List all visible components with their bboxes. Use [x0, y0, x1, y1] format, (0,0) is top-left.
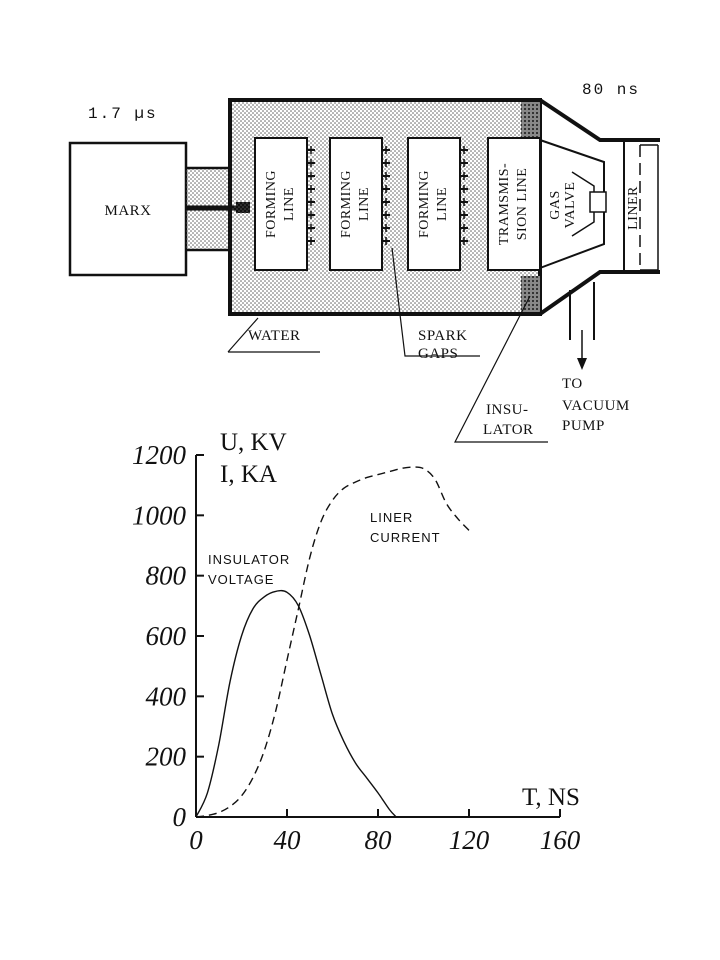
insulator-callout — [454, 295, 548, 443]
pump-arrow-icon — [577, 358, 587, 370]
y-tick-label: 600 — [146, 621, 187, 651]
x-tick-label: 120 — [449, 825, 490, 855]
water-label: WATER — [248, 328, 301, 344]
transmission-line-label-a: TRAMSMIS- — [497, 163, 512, 245]
x-tick-label: 80 — [365, 825, 393, 855]
forming-line-2-label-b: LINE — [357, 187, 372, 221]
y-tick-label: 0 — [173, 802, 187, 832]
insulator-bottom — [521, 276, 540, 312]
vacuum-pump-label-b: VACUUM — [562, 398, 630, 414]
output-time-label: 80 ns — [582, 81, 640, 99]
marx-time-label: 1.7 µs — [88, 105, 158, 123]
forming-line-3-label-b: LINE — [435, 187, 450, 221]
marx-label: MARX — [104, 203, 151, 219]
y-axis-label-line-2: I, KA — [220, 461, 277, 488]
x-axis-label: T, NS — [522, 784, 580, 811]
x-tick-label: 0 — [189, 825, 203, 855]
y-tick-label: 200 — [146, 742, 187, 772]
vacuum-pump-label-a: TO — [562, 376, 583, 392]
transmission-line-label-b: SION LINE — [515, 168, 530, 241]
voltage-series-label-b: VOLTAGE — [208, 572, 274, 587]
y-axis-label-line-1: U, KV — [220, 429, 287, 456]
forming-line-2-label-a: FORMING — [339, 170, 354, 238]
water-callout — [227, 317, 320, 353]
y-tick-label: 1000 — [132, 500, 187, 530]
vacuum-pump-label-c: PUMP — [562, 418, 605, 434]
spark-gaps-callout — [391, 247, 480, 357]
x-ticks: 0 40 80 120 160 — [189, 809, 581, 855]
forming-line-1-label-a: FORMING — [264, 170, 279, 238]
voltage-series-label-a: INSULATOR — [208, 552, 290, 567]
pump-pipe — [569, 282, 595, 370]
y-tick-label: 400 — [146, 681, 187, 711]
transmission-line: TRAMSMIS- SION LINE — [487, 137, 541, 271]
current-series-label-b: CURRENT — [370, 530, 441, 545]
forming-line-3: FORMING LINE — [407, 137, 468, 271]
insulator-label-a: INSU- — [486, 402, 529, 418]
x-tick-label: 160 — [540, 825, 581, 855]
y-tick-label: 800 — [146, 561, 187, 591]
spark-gaps-label-a: SPARK — [418, 328, 467, 344]
spark-gaps-label-b: GAPS — [418, 346, 458, 362]
y-ticks: 0 200 400 600 800 1000 1200 — [132, 440, 204, 832]
current-series-label-a: LINER — [370, 510, 413, 525]
gas-valve-label-b: VALVE — [563, 182, 578, 229]
schematic: 1.7 µs 80 ns MARX FORMING LINE FORMING L… — [68, 81, 660, 443]
forming-line-1: FORMING LINE — [254, 137, 315, 271]
insulator-top — [521, 102, 540, 138]
forming-line-2: FORMING LINE — [329, 137, 390, 271]
marx-box — [68, 141, 188, 277]
vacuum-chamber — [538, 98, 660, 316]
insulator-voltage-line — [195, 589, 397, 818]
liner-current-line — [195, 466, 470, 818]
x-tick-label: 40 — [274, 825, 302, 855]
forming-line-3-label-a: FORMING — [417, 170, 432, 238]
insulator-label-b: LATOR — [483, 422, 534, 438]
gas-valve-label-a: GAS — [548, 190, 563, 220]
y-tick-label: 1200 — [132, 440, 187, 470]
liner-label: LINER — [626, 186, 641, 230]
forming-line-1-label-b: LINE — [282, 187, 297, 221]
